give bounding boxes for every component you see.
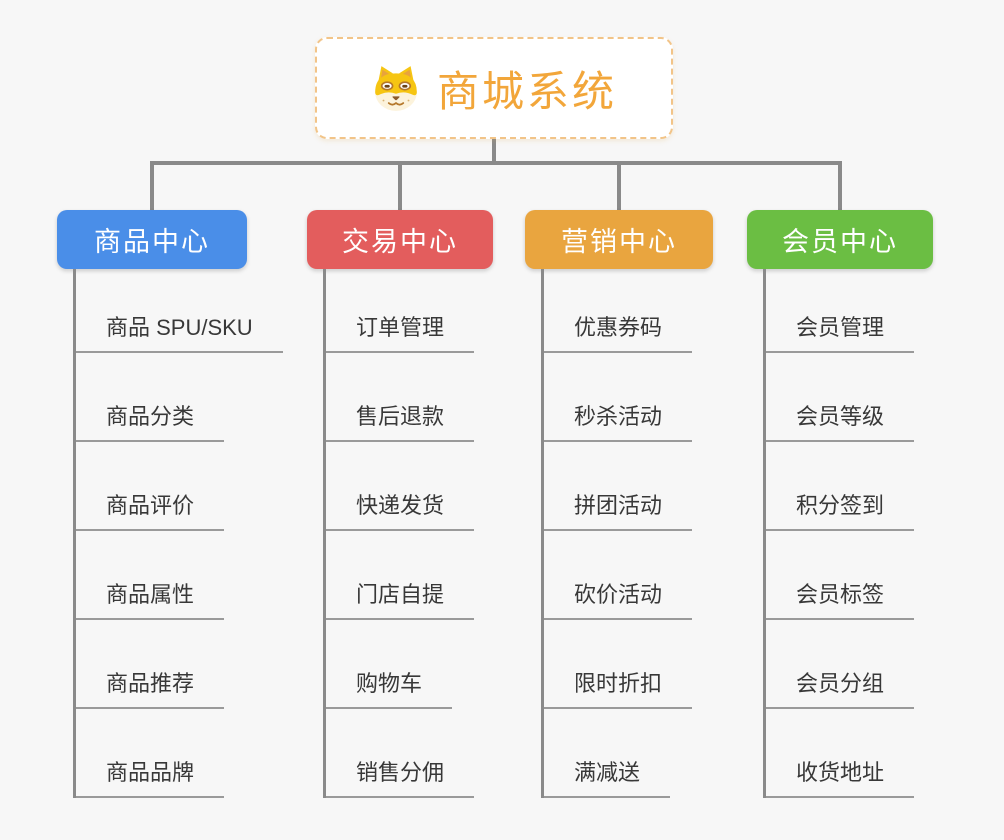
leaf-node[interactable]: 门店自提 [326,577,475,620]
leaf-node[interactable]: 商品分类 [76,399,225,442]
branch-label: 会员中心 [782,227,898,257]
leaf-node[interactable]: 会员分组 [766,666,915,709]
branch-column-goods: 商品中心 商品 SPU/SKU 商品分类 商品评价 商品属性 商品推荐 商品品牌 [57,210,283,798]
branch-label: 营销中心 [561,227,677,257]
branch-node-marketing-center[interactable]: 营销中心 [525,210,713,269]
branch-label: 商品中心 [94,227,210,257]
leaf-node[interactable]: 商品品牌 [76,755,225,798]
leaf-node[interactable]: 积分签到 [766,488,915,531]
branch-drop-line-4 [838,161,842,212]
leaf-node[interactable]: 购物车 [326,666,453,709]
branch-children: 订单管理 售后退款 快递发货 门店自提 购物车 销售分佣 [323,269,475,798]
leaf-node[interactable]: 优惠券码 [544,310,693,353]
leaf-node[interactable]: 会员管理 [766,310,915,353]
shiba-dog-icon [375,66,417,111]
leaf-node[interactable]: 砍价活动 [544,577,693,620]
branch-column-member: 会员中心 会员管理 会员等级 积分签到 会员标签 会员分组 收货地址 [747,210,933,798]
branch-bus-line [150,161,840,165]
branch-children: 优惠券码 秒杀活动 拼团活动 砍价活动 限时折扣 满减送 [541,269,693,798]
leaf-node[interactable]: 售后退款 [326,399,475,442]
branch-label: 交易中心 [342,227,458,257]
leaf-node[interactable]: 满减送 [544,755,671,798]
leaf-node[interactable]: 会员等级 [766,399,915,442]
root-connector-line [492,139,496,163]
leaf-node[interactable]: 秒杀活动 [544,399,693,442]
branch-node-trade-center[interactable]: 交易中心 [307,210,493,269]
leaf-node[interactable]: 商品 SPU/SKU [76,310,283,353]
branch-drop-line-2 [398,161,402,212]
branch-drop-line-3 [617,161,621,212]
branch-node-goods-center[interactable]: 商品中心 [57,210,247,269]
leaf-node[interactable]: 商品推荐 [76,666,225,709]
branch-column-marketing: 营销中心 优惠券码 秒杀活动 拼团活动 砍价活动 限时折扣 满减送 [525,210,713,798]
leaf-node[interactable]: 订单管理 [326,310,475,353]
leaf-node[interactable]: 拼团活动 [544,488,693,531]
branch-node-member-center[interactable]: 会员中心 [747,210,933,269]
root-title: 商城系统 [436,67,617,115]
leaf-node[interactable]: 限时折扣 [544,666,693,709]
branch-children: 会员管理 会员等级 积分签到 会员标签 会员分组 收货地址 [763,269,915,798]
leaf-node[interactable]: 收货地址 [766,755,915,798]
branch-column-trade: 交易中心 订单管理 售后退款 快递发货 门店自提 购物车 销售分佣 [307,210,493,798]
leaf-node[interactable]: 会员标签 [766,577,915,620]
leaf-node[interactable]: 商品评价 [76,488,225,531]
leaf-node[interactable]: 商品属性 [76,577,225,620]
leaf-node[interactable]: 销售分佣 [326,755,475,798]
leaf-node[interactable]: 快递发货 [326,488,475,531]
branch-drop-line-1 [150,161,154,212]
branch-children: 商品 SPU/SKU 商品分类 商品评价 商品属性 商品推荐 商品品牌 [73,269,283,798]
root-node[interactable]: 商城系统 [315,37,673,139]
